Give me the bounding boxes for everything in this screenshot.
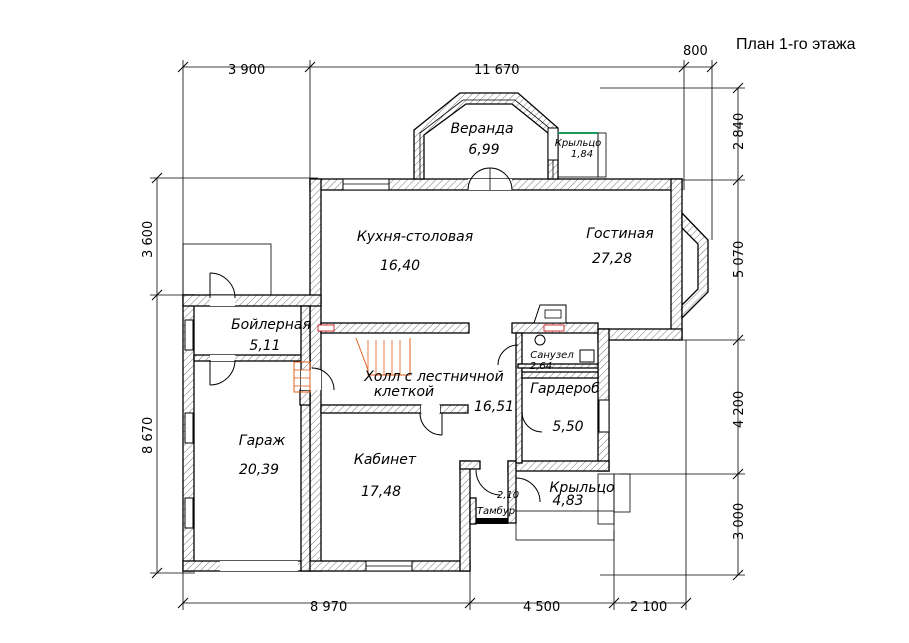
bathroom-name: Санузел xyxy=(530,350,574,361)
garage-area: 20,39 xyxy=(239,462,279,478)
garage-name: Гараж xyxy=(239,433,286,449)
dim-right-1: 2 840 xyxy=(732,113,747,150)
vestibule-name: Тамбур xyxy=(477,505,515,517)
dim-left-1: 3 600 xyxy=(141,221,156,258)
dim-right-4: 3 000 xyxy=(732,503,747,540)
fixtures xyxy=(182,132,631,541)
dimension-lines: 3 900 11 670 800 8 970 4 500 2 100 3 600… xyxy=(141,44,747,615)
veranda-name: Веранда xyxy=(450,121,513,137)
wardrobe-name: Гардероб xyxy=(530,381,600,397)
hall-name-line2: клеткой xyxy=(374,384,434,400)
staircase xyxy=(293,337,411,393)
dim-bottom-2: 4 500 xyxy=(523,600,560,615)
dim-top-2: 11 670 xyxy=(474,63,520,78)
dim-top-1: 3 900 xyxy=(228,63,265,78)
bathroom-area: 2,64 xyxy=(530,361,552,372)
hall-name-line1: Холл с лестничной xyxy=(363,369,503,385)
hall-area: 16,51 xyxy=(474,399,514,415)
dim-right-2: 5 070 xyxy=(732,241,747,278)
kitchen-name: Кухня-столовая xyxy=(357,229,473,245)
wardrobe-area: 5,50 xyxy=(552,419,583,435)
porch-top-name: Крыльцо xyxy=(555,138,602,149)
veranda-area: 6,99 xyxy=(468,142,499,158)
dim-right-3: 4 200 xyxy=(732,391,747,428)
dim-bottom-3: 2 100 xyxy=(630,600,667,615)
plan-title: План 1-го этажа xyxy=(736,36,856,53)
dim-top-3: 800 xyxy=(683,44,708,59)
living-name: Гостиная xyxy=(586,226,653,242)
doors xyxy=(209,167,543,571)
study-area: 17,48 xyxy=(361,484,401,500)
living-area: 27,28 xyxy=(592,251,632,267)
porch-top-area: 1,84 xyxy=(571,149,593,160)
room-labels: Веранда 6,99 Крыльцо 1,84 Кухня-столовая… xyxy=(231,121,654,517)
dim-bottom-1: 8 970 xyxy=(310,600,347,615)
boiler-area: 5,11 xyxy=(249,338,280,354)
porch-area: 4,83 xyxy=(552,493,583,509)
study-name: Кабинет xyxy=(354,452,417,468)
porch-name: Крыльцо xyxy=(549,480,614,496)
vestibule-area: 2,10 xyxy=(497,490,519,501)
windows xyxy=(184,127,610,572)
kitchen-area: 16,40 xyxy=(380,258,420,274)
boiler-name: Бойлерная xyxy=(231,317,311,333)
dim-left-2: 8 670 xyxy=(141,417,156,454)
